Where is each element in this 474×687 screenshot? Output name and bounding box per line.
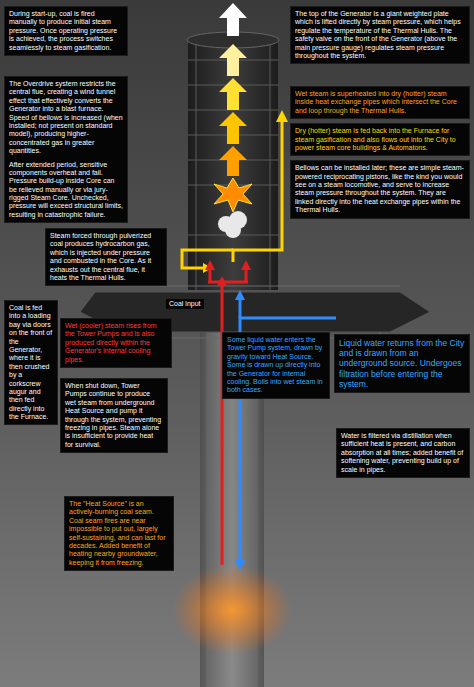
callout-text: The top of the Generator is a giant weig… bbox=[295, 10, 465, 60]
arrowhead bbox=[235, 560, 245, 570]
arrowhead bbox=[217, 276, 227, 286]
heat-arrow bbox=[219, 44, 247, 76]
callout-box: Some liquid water enters the Tower Pump … bbox=[222, 332, 330, 399]
arrowhead bbox=[205, 260, 215, 270]
callout-box: Liquid water returns from the City and i… bbox=[334, 334, 470, 393]
callout-text: Coal is fed into a loading bay via doors… bbox=[9, 304, 53, 421]
callout-text: Some liquid water enters the Tower Pump … bbox=[227, 336, 325, 395]
callout-box: The Overdrive system restricts the centr… bbox=[4, 76, 128, 223]
wet-steam-lines bbox=[208, 268, 248, 565]
callout-text: During start-up, coal is fired manually … bbox=[9, 10, 123, 52]
cloud-puff bbox=[225, 222, 241, 238]
combustion-burst bbox=[214, 178, 252, 212]
callout-box: Coal is fed into a loading bay via doors… bbox=[4, 300, 58, 425]
callout-text: Wet steam is superheated into dry (hotte… bbox=[295, 90, 465, 115]
heat-arrow bbox=[219, 78, 247, 110]
wet-steam-pipe bbox=[208, 281, 248, 284]
wet-steam-pipe bbox=[209, 268, 212, 282]
callout-text: Bellows can be installed later; these ar… bbox=[295, 164, 465, 214]
rib bbox=[270, 40, 271, 290]
part-label: Coal input bbox=[166, 299, 204, 309]
rib bbox=[196, 40, 197, 290]
arrowhead bbox=[235, 290, 245, 300]
callout-text: The "Heat Source" is an actively-burning… bbox=[69, 500, 169, 567]
wet-steam-pipe bbox=[221, 282, 224, 565]
callout-box: Steam forced through pulverized coal pro… bbox=[45, 228, 167, 286]
callout-text: Water is filtered via distillation when … bbox=[341, 432, 465, 474]
heat-source-glow bbox=[172, 565, 292, 655]
callout-text: Dry (hotter) steam is fed back into the … bbox=[295, 127, 465, 152]
callout-box: Dry (hotter) steam is fed back into the … bbox=[290, 123, 470, 156]
callout-box: During start-up, coal is fired manually … bbox=[4, 6, 128, 56]
heat-arrow bbox=[219, 112, 247, 144]
callout-box: The top of the Generator is a giant weig… bbox=[290, 6, 470, 64]
callout-box: When shut down, Tower Pumps continue to … bbox=[60, 378, 168, 453]
callout-text: When shut down, Tower Pumps continue to … bbox=[65, 382, 163, 449]
arrowhead bbox=[241, 260, 251, 270]
callout-box: Wet steam is superheated into dry (hotte… bbox=[290, 86, 470, 119]
callout-text: The Overdrive system restricts the centr… bbox=[9, 80, 123, 156]
arrowhead bbox=[276, 110, 288, 122]
callout-box: Water is filtered via distillation when … bbox=[336, 428, 470, 478]
callout-box: Wet (cooler) steam rises from the Tower … bbox=[60, 318, 172, 368]
dry-steam-lines bbox=[182, 118, 282, 268]
water-pipe bbox=[239, 298, 242, 318]
dry-steam-pipe bbox=[233, 118, 282, 262]
callout-text: Wet (cooler) steam rises from the Tower … bbox=[65, 322, 167, 364]
wet-steam-pipe bbox=[245, 268, 248, 282]
exhaust-arrow bbox=[219, 3, 247, 36]
callout-text: Steam forced through pulverized coal pro… bbox=[50, 232, 162, 282]
callout-text: Liquid water returns from the City and i… bbox=[339, 338, 465, 389]
gas-cloud bbox=[218, 211, 247, 238]
callout-text: After extended period, sensitive compone… bbox=[9, 161, 123, 220]
callout-box: Bellows can be installed later; these ar… bbox=[290, 160, 470, 218]
heat-arrow bbox=[219, 146, 247, 176]
callout-box: The "Heat Source" is an actively-burning… bbox=[64, 496, 174, 571]
